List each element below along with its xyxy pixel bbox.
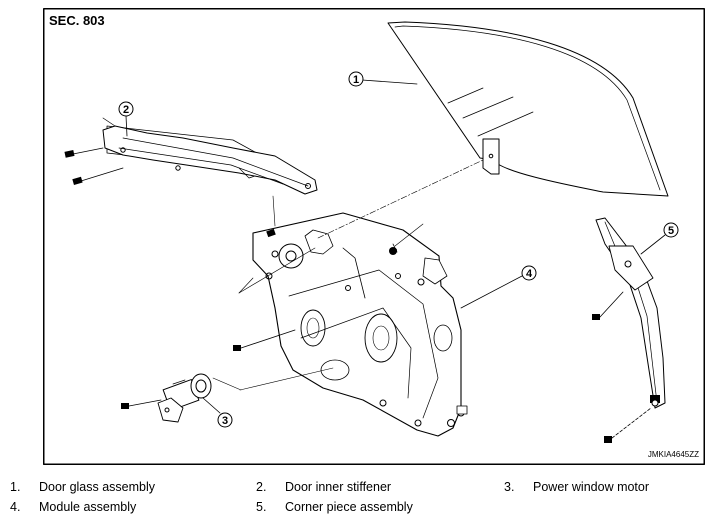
legend-label: Module assembly <box>39 500 137 514</box>
exploded-diagram: SEC. 803 <box>43 8 705 465</box>
legend-number: 3. <box>504 480 515 494</box>
legend-label: Corner piece assembly <box>285 500 413 514</box>
legend-number: 5. <box>256 500 267 514</box>
module-assembly <box>252 212 468 437</box>
legend-label: Power window motor <box>533 480 650 494</box>
callout-5: 5 <box>640 222 679 255</box>
callout-1: 1 <box>348 71 418 87</box>
svg-text:4: 4 <box>526 268 533 280</box>
callout-3: 3 <box>202 397 233 428</box>
door-glass-assembly <box>387 21 669 197</box>
section-label: SEC. 803 <box>49 13 105 28</box>
svg-text:5: 5 <box>668 225 674 237</box>
legend-number: 2. <box>256 480 267 494</box>
svg-text:1: 1 <box>353 74 359 86</box>
svg-text:3: 3 <box>222 415 228 427</box>
leader-lines <box>212 159 484 391</box>
corner-piece-assembly <box>595 217 666 409</box>
callout-2: 2 <box>118 101 134 137</box>
legend-label: Door glass assembly <box>39 480 156 494</box>
legend-number: 1. <box>10 480 21 494</box>
legend-label: Door inner stiffener <box>285 480 392 494</box>
stiffener-bolts <box>64 147 124 185</box>
parts-legend: 1. Door glass assembly 2. Door inner sti… <box>0 480 717 524</box>
door-inner-stiffener <box>102 117 318 195</box>
fastener-bolts <box>121 228 652 443</box>
diagram-border <box>43 8 705 465</box>
callout-4: 4 <box>460 265 537 309</box>
svg-text:2: 2 <box>123 104 129 116</box>
legend-number: 4. <box>10 500 21 514</box>
power-window-motor <box>157 373 212 423</box>
figure-id: JMKIA4645ZZ <box>648 450 699 459</box>
